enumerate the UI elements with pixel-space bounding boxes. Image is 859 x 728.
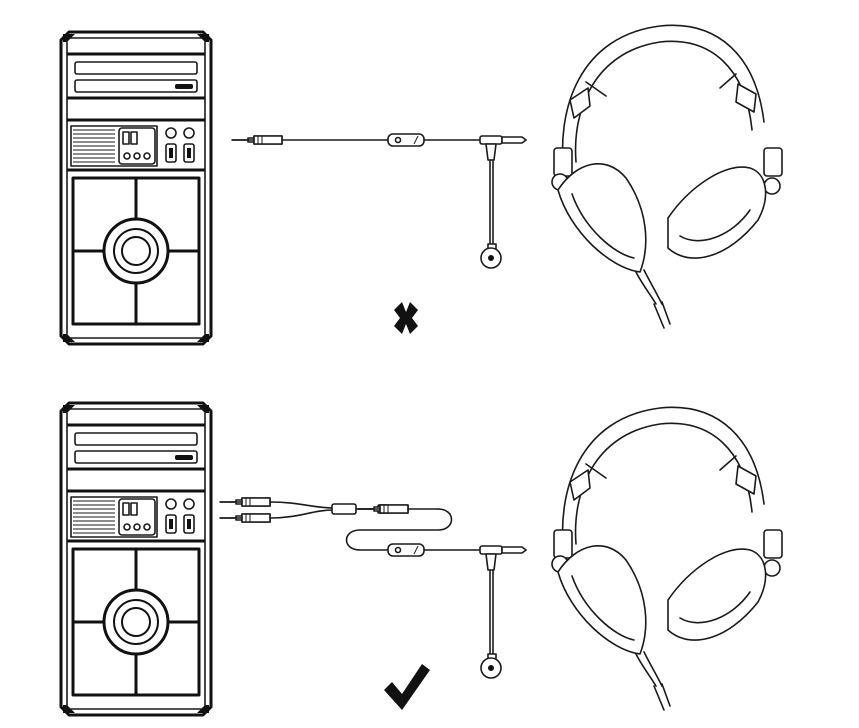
computer-tower-icon (59, 30, 213, 346)
y-splitter-adapter (219, 497, 389, 523)
cross-icon (394, 302, 418, 334)
headphones-icon (551, 24, 783, 329)
headphones-icon-2 (551, 406, 783, 711)
computer-tower-icon-2 (59, 401, 213, 717)
checkmark-icon (384, 664, 430, 710)
audio-cable-incorrect (231, 133, 527, 269)
audio-cable-correct (345, 504, 527, 679)
